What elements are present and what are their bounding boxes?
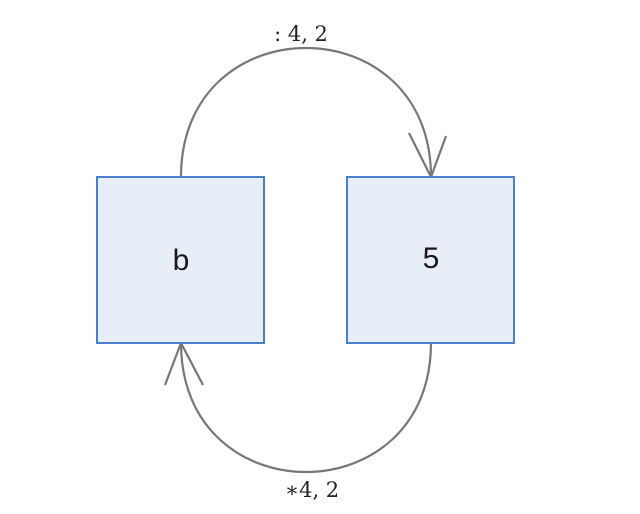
edge-b-to-5: : 4, 2 (179, 22, 448, 180)
node-5[interactable]: 5 (346, 176, 515, 344)
edge-top-label: : 4, 2 (274, 22, 328, 46)
node-5-box (346, 176, 515, 344)
edge-top-arc (179, 47, 433, 178)
edge-bottom-arc (179, 342, 433, 473)
node-b[interactable]: b (96, 176, 265, 344)
edge-bottom-label: ∗4, 2 (285, 478, 339, 502)
node-5-label: 5 (423, 242, 440, 275)
node-b-label: b (173, 244, 190, 277)
edge-5-to-b: ∗4, 2 (163, 340, 433, 502)
node-b-box (96, 176, 265, 344)
